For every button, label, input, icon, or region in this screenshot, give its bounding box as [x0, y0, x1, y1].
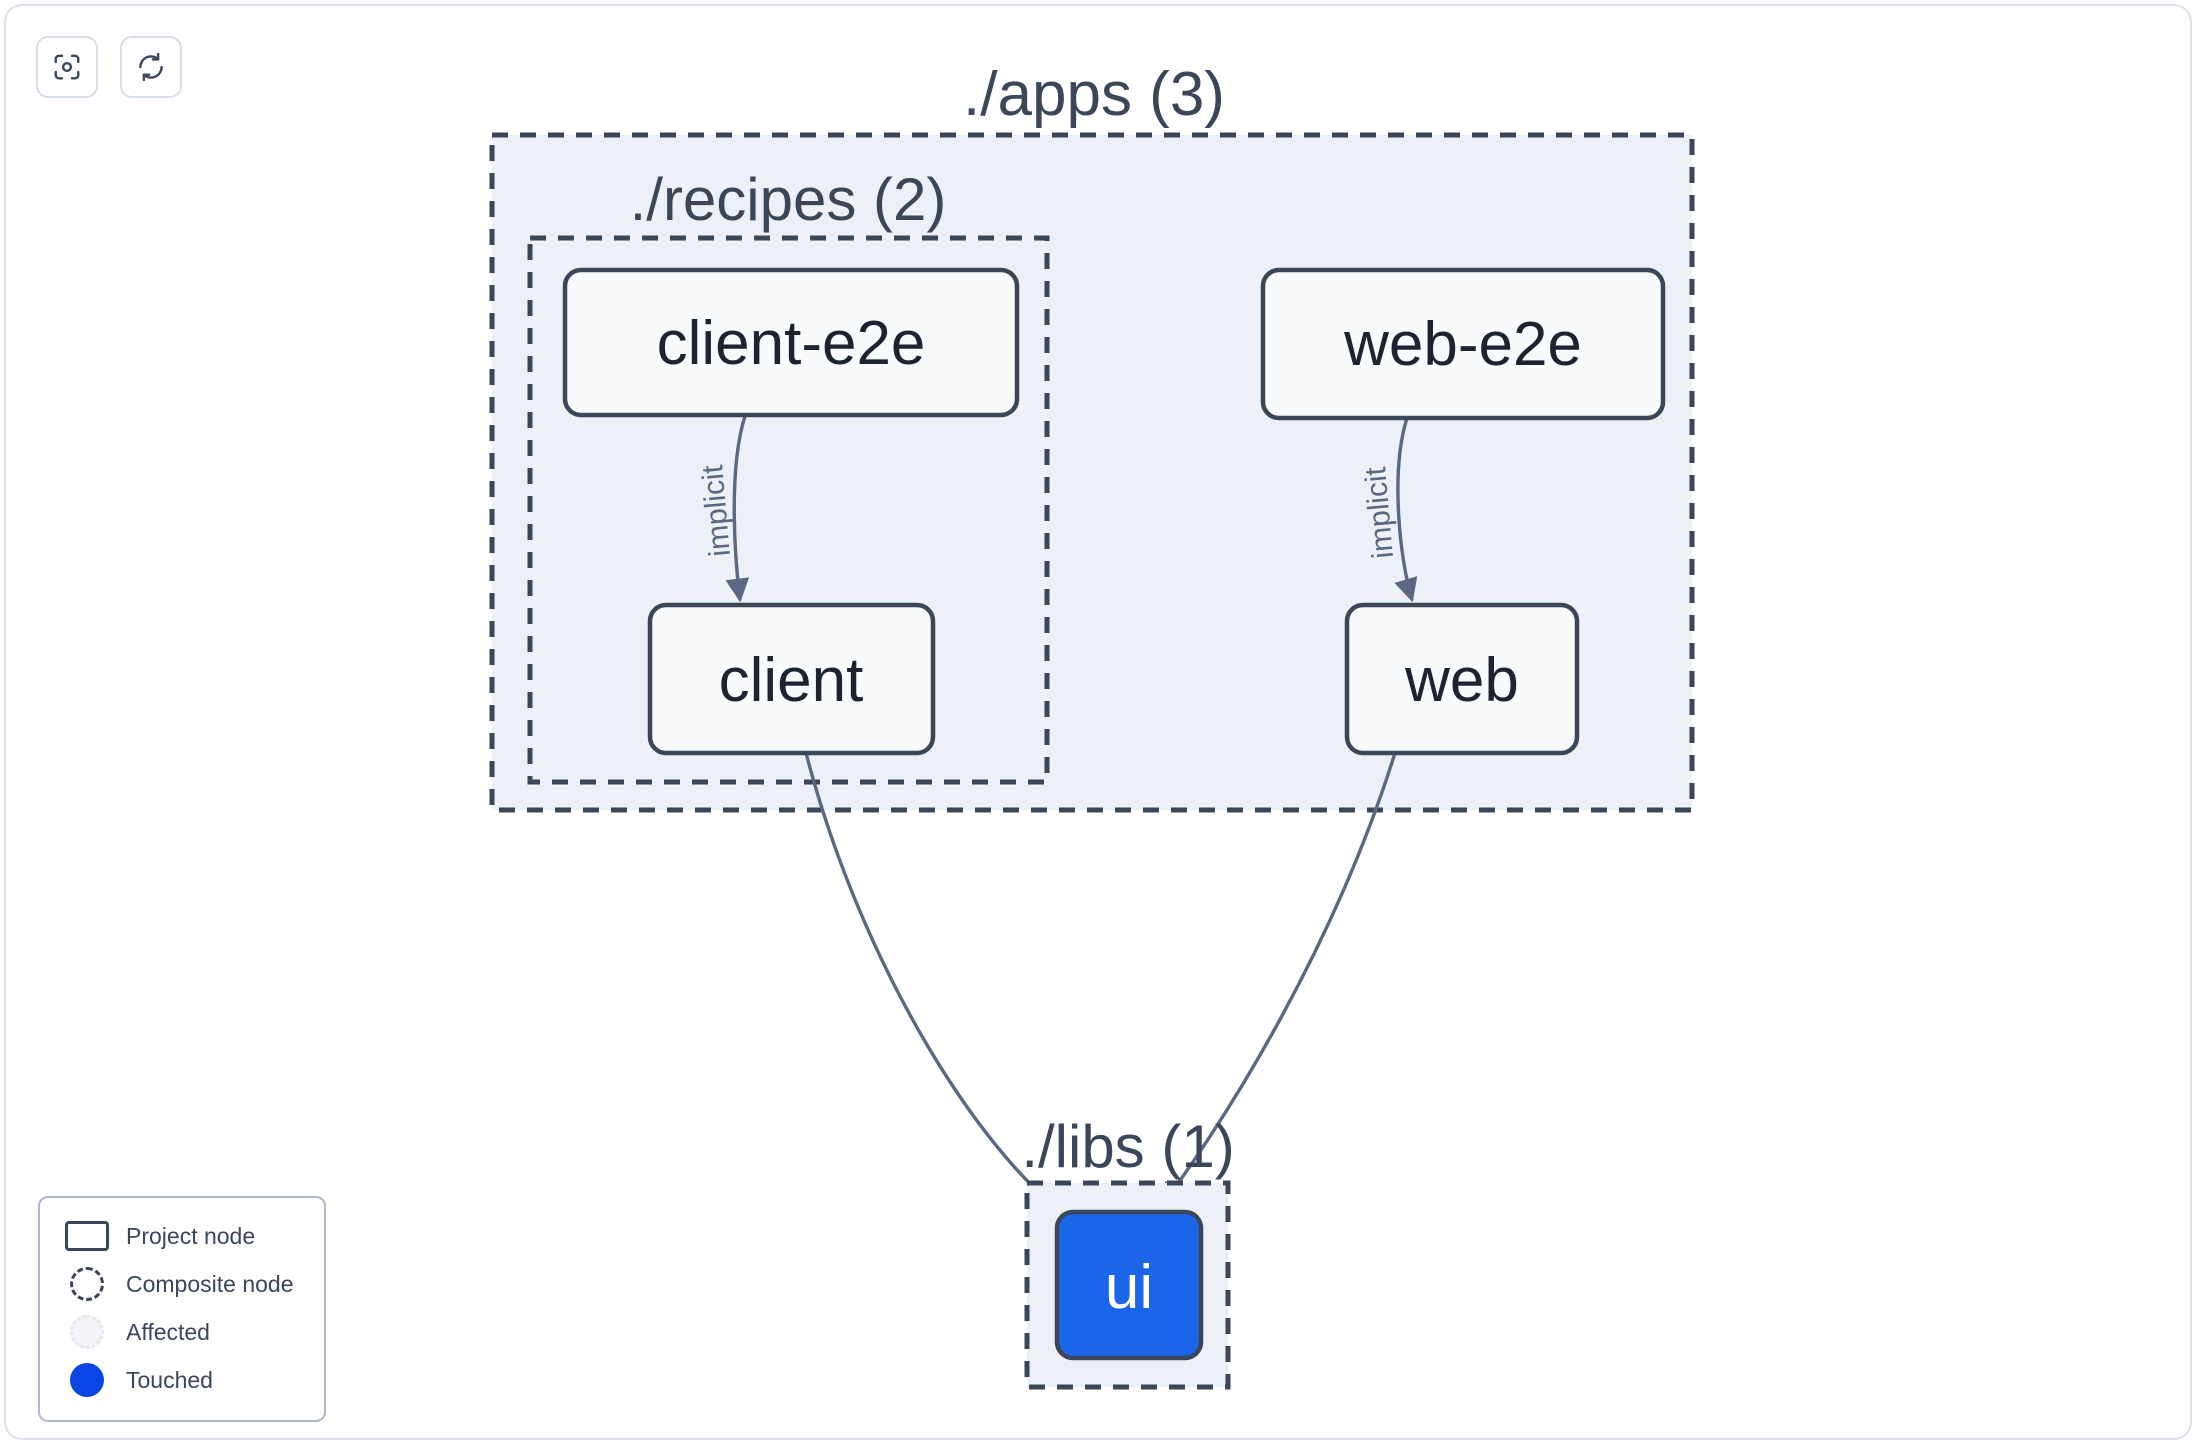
- affected-swatch: [56, 1315, 118, 1349]
- project-node-swatch: [56, 1221, 118, 1251]
- focus-graph-button[interactable]: [36, 36, 98, 98]
- touched-swatch: [56, 1363, 118, 1397]
- edge-label-implicit-1: implicit: [696, 463, 737, 558]
- graph-legend: Project node Composite node Affected Tou…: [38, 1196, 326, 1422]
- node-web-e2e-box[interactable]: [1260, 267, 1666, 421]
- group-recipes-label: ./recipes (2): [630, 166, 947, 233]
- legend-item-composite-node: Composite node: [56, 1260, 308, 1308]
- graph-toolbar: [36, 36, 182, 98]
- focus-target-icon: [52, 52, 82, 82]
- node-web-label: web: [1404, 646, 1519, 715]
- node-client-box[interactable]: [647, 602, 936, 756]
- legend-label-composite-node: Composite node: [126, 1270, 294, 1297]
- node-client-e2e[interactable]: client-e2e: [562, 267, 1020, 418]
- legend-item-project-node: Project node: [56, 1212, 308, 1260]
- node-client-e2e-label: client-e2e: [657, 309, 926, 378]
- node-web-e2e[interactable]: web-e2e: [1260, 267, 1666, 421]
- node-client-e2e-box[interactable]: [562, 267, 1020, 418]
- refresh-icon: [136, 52, 166, 82]
- legend-label-touched: Touched: [126, 1366, 213, 1393]
- composite-node-swatch: [56, 1267, 118, 1301]
- edge-label-implicit-2: implicit: [1359, 465, 1400, 560]
- edge-client-e2e-to-client[interactable]: implicit: [696, 415, 750, 603]
- legend-item-affected: Affected: [56, 1308, 308, 1356]
- node-web-e2e-label: web-e2e: [1343, 310, 1582, 379]
- node-client[interactable]: client: [647, 602, 936, 756]
- edge-client-to-ui[interactable]: [804, 752, 1055, 1207]
- node-ui-box[interactable]: [1054, 1209, 1204, 1361]
- legend-label-project-node: Project node: [126, 1222, 256, 1249]
- node-web[interactable]: web: [1344, 602, 1580, 756]
- node-client-label: client: [719, 646, 864, 715]
- node-web-box[interactable]: [1344, 602, 1580, 756]
- edge-web-e2e-to-web[interactable]: implicit: [1359, 417, 1418, 603]
- legend-label-affected: Affected: [126, 1318, 210, 1345]
- edge-web-to-ui[interactable]: [1160, 752, 1397, 1207]
- group-apps-label: ./apps (3): [963, 60, 1225, 129]
- node-ui-label: ui: [1105, 1253, 1153, 1322]
- node-ui[interactable]: ui: [1054, 1209, 1204, 1361]
- group-libs-label: ./libs (1): [1021, 1113, 1234, 1180]
- refresh-graph-button[interactable]: [120, 36, 182, 98]
- legend-item-touched: Touched: [56, 1356, 308, 1404]
